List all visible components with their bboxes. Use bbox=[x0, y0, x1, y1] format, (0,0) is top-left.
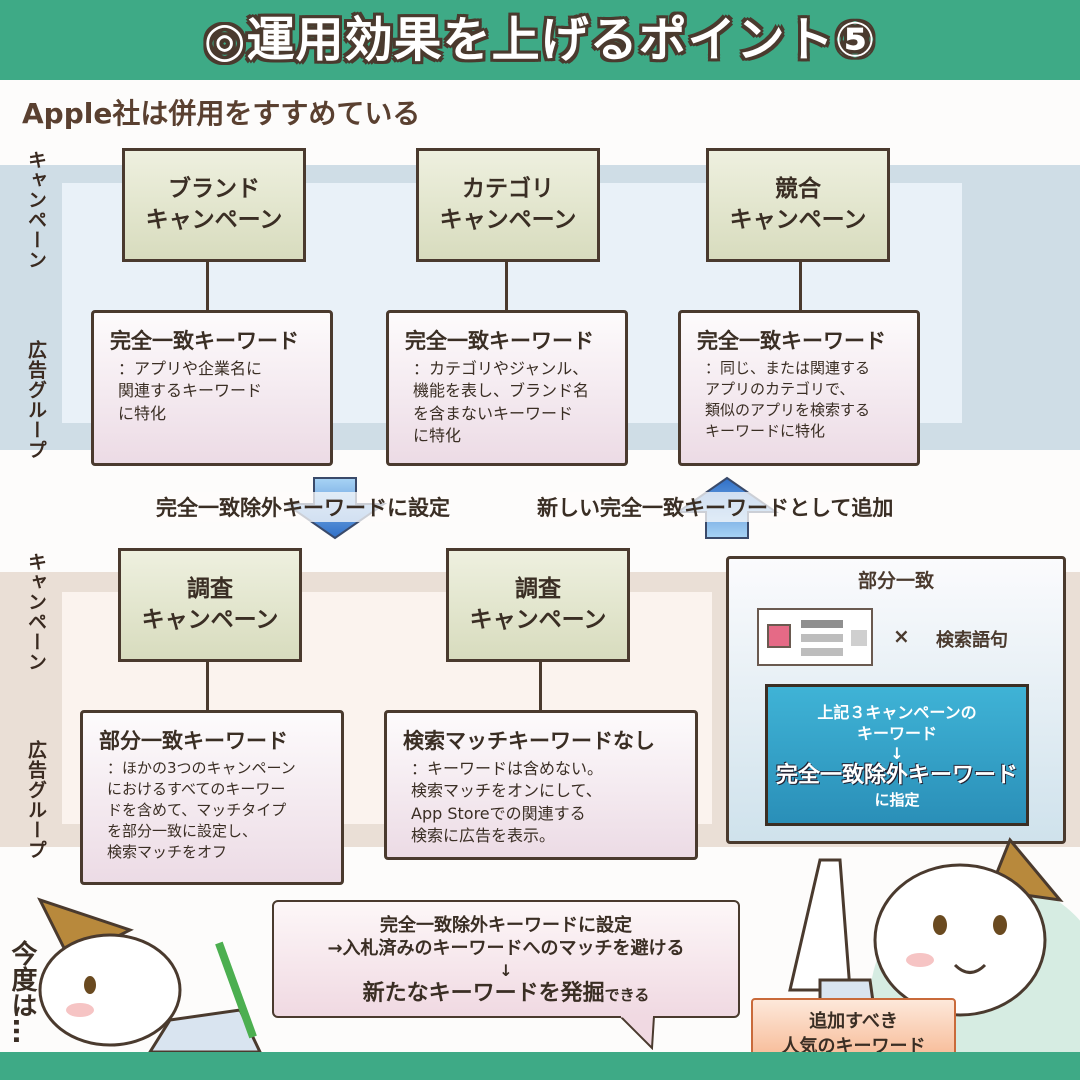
adgroup-description: ：キーワードは含めない。 検索マッチをオンにして、 App Storeでの関連す… bbox=[411, 759, 604, 846]
page-title: ◎運用効果を上げるポイント⑤ bbox=[203, 12, 877, 68]
campaign-label: 調査 bbox=[187, 575, 233, 602]
arrow-down-label: 完全一致除外キーワードに設定 bbox=[156, 492, 450, 522]
partial-match-title: 部分一致 bbox=[857, 570, 934, 592]
campaign-label: キャンペーン bbox=[729, 207, 867, 233]
cat-speech-text: 今度は… bbox=[7, 940, 37, 1044]
down-arrow-icon: ↓ bbox=[499, 960, 513, 980]
adgroup-heading: 完全一致キーワード bbox=[697, 329, 886, 353]
campaign-label: キャンペーン bbox=[141, 607, 279, 633]
adgroup-heading: 部分一致キーワード bbox=[99, 729, 288, 753]
campaign-research-1: 調査 キャンペーン bbox=[118, 548, 302, 662]
subtitle: Apple社は併用をすすめている bbox=[22, 97, 421, 130]
adgroup-competitor: 完全一致キーワード ：同じ、または関連する アプリのカテゴリで、 類似のアプリを… bbox=[678, 310, 920, 466]
campaign-label: カテゴリ bbox=[462, 175, 554, 202]
header-bar bbox=[0, 0, 1080, 80]
speech-bubble: 完全一致除外キーワードに設定 →入札済みのキーワードへのマッチを避ける ↓ 新た… bbox=[272, 900, 740, 1018]
speech-tail-icon bbox=[618, 1016, 656, 1050]
adgroup-broad-match: 部分一致キーワード ：ほかの3つのキャンペーン におけるすべてのキーワー ドを含… bbox=[80, 710, 344, 885]
down-arrow-icon: ↓ bbox=[890, 743, 904, 763]
campaign-competitor: 競合 キャンペーン bbox=[706, 148, 890, 262]
campaign-brand: ブランド キャンペーン bbox=[122, 148, 306, 262]
exclusion-line: キーワード bbox=[856, 723, 937, 743]
exclusion-line: に指定 bbox=[874, 790, 920, 809]
adgroup-brand: 完全一致キーワード ：アプリや企業名に 関連するキーワード に特化 bbox=[91, 310, 333, 466]
ad-thumbnail-icon bbox=[757, 608, 873, 666]
side-label-adgroup-bottom: 広告グループ bbox=[25, 740, 47, 860]
adgroup-search-match: 検索マッチキーワードなし ：キーワードは含めない。 検索マッチをオンにして、 A… bbox=[384, 710, 698, 860]
speech-line: できる bbox=[604, 985, 650, 1004]
connector-line bbox=[799, 262, 802, 310]
connector-line bbox=[505, 262, 508, 310]
campaign-category: カテゴリ キャンペーン bbox=[416, 148, 600, 262]
exclusion-line: 完全一致除外キーワード bbox=[775, 763, 1018, 789]
footer-bar bbox=[0, 1052, 1080, 1080]
adgroup-description: ：アプリや企業名に 関連するキーワード に特化 bbox=[118, 359, 263, 423]
campaign-label: 調査 bbox=[515, 575, 561, 602]
speech-line: →入札済みのキーワードへのマッチを避ける bbox=[327, 938, 685, 960]
campaign-label: ブランド bbox=[168, 175, 260, 202]
connector-line bbox=[206, 262, 209, 310]
exclusion-note: 上記３キャンペーンの キーワード ↓ 完全一致除外キーワード に指定 bbox=[765, 684, 1029, 826]
adgroup-heading: 検索マッチキーワードなし bbox=[403, 729, 655, 753]
campaign-label: キャンペーン bbox=[469, 607, 607, 633]
tag-line: 追加すべき bbox=[809, 1010, 898, 1032]
adgroup-heading: 完全一致キーワード bbox=[110, 329, 299, 353]
side-label-adgroup-top: 広告グループ bbox=[25, 340, 47, 460]
speech-line: 新たなキーワードを発掘 bbox=[362, 980, 605, 1006]
side-label-campaign-top: キャンペーン bbox=[25, 150, 47, 270]
connector-line bbox=[206, 662, 209, 710]
adgroup-category: 完全一致キーワード ：カテゴリやジャンル、 機能を表し、ブランド名 を含まないキ… bbox=[386, 310, 628, 466]
adgroup-description: ：ほかの3つのキャンペーン におけるすべてのキーワー ドを含めて、マッチタイプ … bbox=[107, 759, 296, 861]
arrow-up-label: 新しい完全一致キーワードとして追加 bbox=[537, 492, 894, 522]
adgroup-heading: 完全一致キーワード bbox=[405, 329, 594, 353]
campaign-label: キャンペーン bbox=[145, 207, 283, 233]
times-symbol: × bbox=[893, 624, 910, 648]
speech-line: 完全一致除外キーワードに設定 bbox=[380, 915, 632, 936]
cat-character-left-icon bbox=[37, 897, 262, 1052]
campaign-label: キャンペーン bbox=[439, 207, 577, 233]
tag-line: 人気のキーワード bbox=[781, 1036, 926, 1057]
exclusion-line: 上記３キャンペーンの bbox=[817, 703, 977, 722]
side-label-campaign-bottom: キャンペーン bbox=[25, 552, 47, 672]
campaign-research-2: 調査 キャンペーン bbox=[446, 548, 630, 662]
campaign-label: 競合 bbox=[775, 175, 821, 202]
search-term-label: 検索語句 bbox=[936, 630, 1008, 651]
adgroup-description: ：同じ、または関連する アプリのカテゴリで、 類似のアプリを検索する キーワード… bbox=[705, 359, 871, 440]
adgroup-description: ：カテゴリやジャンル、 機能を表し、ブランド名 を含まないキーワード に特化 bbox=[413, 359, 590, 446]
connector-line bbox=[539, 662, 542, 710]
